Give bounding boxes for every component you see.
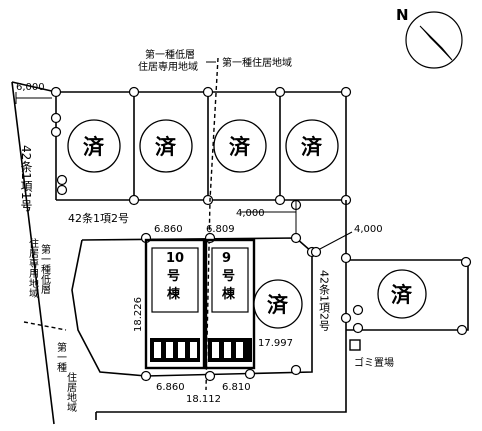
zone-exclusive-left-2: 住居専用地域 bbox=[27, 237, 39, 298]
sold-label: 済 bbox=[155, 135, 177, 159]
zone-residential-left-1: 第一種 bbox=[55, 341, 67, 373]
sold-marker: 済 bbox=[253, 279, 303, 329]
block-10-to: 棟 bbox=[167, 286, 181, 302]
dim-b10-bottom: 6.860 bbox=[156, 382, 185, 393]
dim-road-right: 4,000 bbox=[354, 224, 383, 235]
road-mid-label: 42条1項2号 bbox=[68, 211, 129, 225]
zone-exclusive-left-1: 第一種低層 bbox=[39, 243, 51, 294]
garbage-station-icon bbox=[349, 339, 361, 351]
svg-text:18.226: 18.226 bbox=[133, 297, 144, 332]
sold-marker: 済 bbox=[67, 119, 121, 173]
sold-label: 済 bbox=[267, 293, 289, 317]
zone-residential-left-2: 住居地域 bbox=[65, 371, 77, 412]
block-9[interactable]: 9 号 棟 bbox=[204, 238, 256, 370]
sold-marker: 済 bbox=[285, 119, 339, 173]
block-10[interactable]: 10 号 棟 bbox=[144, 238, 206, 370]
block-10-go: 号 bbox=[167, 269, 180, 284]
block-9-to: 棟 bbox=[222, 286, 236, 302]
sold-marker: 済 bbox=[139, 119, 193, 173]
north-arrow: N bbox=[396, 6, 463, 69]
dim-left-side: 18.226 bbox=[133, 297, 144, 332]
sold-label: 済 bbox=[229, 135, 251, 159]
dim-b9-top: 6.809 bbox=[206, 224, 235, 235]
dim-bottom-total: 18.112 bbox=[186, 394, 221, 405]
zone-exclusive-top-1: 第一種低層 bbox=[145, 48, 195, 61]
sold-marker: 済 bbox=[213, 119, 267, 173]
dim-top-left: 6,000 bbox=[16, 82, 45, 93]
block-10-number: 10 bbox=[166, 251, 184, 266]
road-right-label: 42条1項2号 bbox=[318, 270, 331, 332]
dim-road-mid: 4,000 bbox=[236, 208, 265, 219]
zone-exclusive-top-2: 住居専用地域 bbox=[138, 60, 198, 73]
sold-label: 済 bbox=[391, 283, 413, 307]
block-9-go: 号 bbox=[222, 269, 235, 284]
dim-b9-bottom: 6.810 bbox=[222, 382, 251, 393]
block-9-number: 9 bbox=[222, 251, 231, 266]
road-left-label: 42条1項1号 bbox=[19, 145, 33, 212]
svg-text:42条1項1号: 42条1項1号 bbox=[19, 145, 33, 212]
sold-label: 済 bbox=[83, 135, 105, 159]
dim-b10-top: 6.860 bbox=[154, 224, 183, 235]
sold-label: 済 bbox=[301, 135, 323, 159]
dim-right-side: 17.997 bbox=[258, 338, 293, 349]
sold-marker: 済 bbox=[377, 269, 427, 319]
zone-residential-top: 第一種住居地域 bbox=[222, 56, 292, 69]
north-label: N bbox=[396, 6, 409, 24]
garbage-label: ゴミ置場 bbox=[354, 356, 394, 369]
